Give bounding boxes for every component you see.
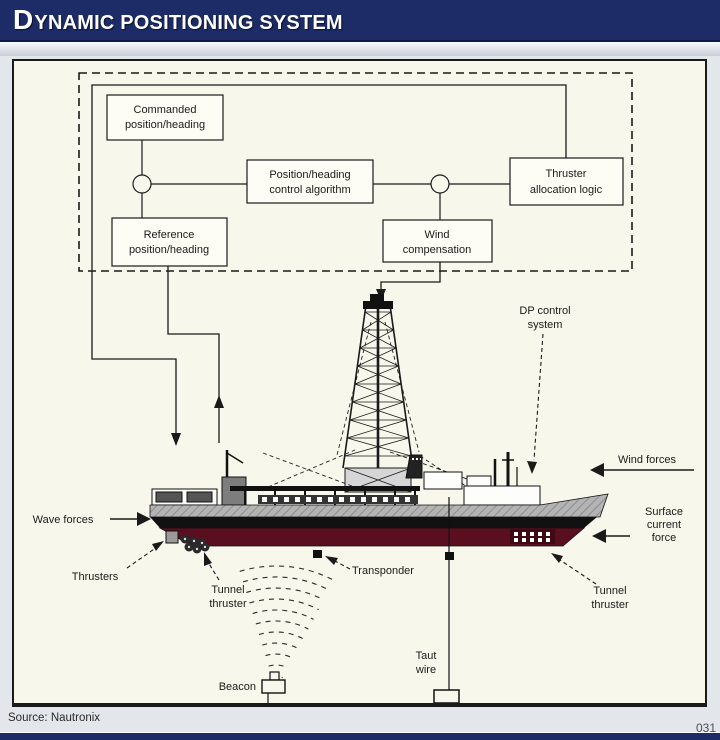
bow-window-left (155, 491, 183, 503)
surface-current-arrowhead (592, 529, 606, 543)
box-algorithm-line2: control algorithm (269, 184, 350, 196)
callouts: DP control system Wind forces Surface cu… (33, 305, 694, 693)
box-commanded-position: Commanded position/heading (106, 94, 224, 141)
wind-output-line (380, 262, 441, 296)
label-wind-forces: Wind forces (618, 454, 677, 466)
position-feedback-arrowhead (214, 395, 224, 408)
funnel (405, 454, 423, 479)
box-commanded-line1: Commanded (134, 104, 197, 116)
bottom-navy-bar (0, 732, 720, 740)
box-reference-line2: position/heading (129, 244, 209, 256)
label-beacon: Beacon (219, 681, 256, 693)
transponder-arrowhead (325, 556, 338, 565)
box-control-algorithm: Position/heading control algorithm (246, 159, 374, 204)
label-dp-control-line1: DP control (519, 305, 570, 317)
summing-junction-left (132, 174, 152, 194)
box-wind-compensation: Wind compensation (382, 219, 493, 263)
label-surface-current-line2: current (647, 519, 681, 531)
acoustic-cone (239, 565, 335, 679)
thruster-command-arrowhead (171, 433, 181, 446)
bow-window-right (186, 491, 213, 503)
label-tunnel-thruster-right-line1: Tunnel (593, 585, 626, 597)
thruster-pod (165, 530, 179, 544)
tunnel-thruster-left-arrowhead (204, 552, 212, 566)
label-tunnel-thruster-left-line2: thruster (209, 598, 247, 610)
label-surface-current-line1: Surface (645, 506, 683, 518)
box-reference-line1: Reference (144, 229, 195, 241)
header-bar: D YNAMIC POSITIONING SYSTEM (0, 0, 720, 42)
stern-tunnel-thruster (510, 529, 555, 544)
box-allocation-line1: Thruster (546, 168, 587, 180)
box-commanded-line2: position/heading (125, 119, 205, 131)
pipe-deck-rail (230, 486, 420, 491)
bow-crane-boom (226, 452, 244, 464)
taut-wire (433, 552, 460, 703)
page-title: D YNAMIC POSITIONING SYSTEM (0, 3, 343, 35)
derrick-crown-block (363, 301, 393, 309)
feedback-top-line (91, 84, 567, 441)
underwater-references (239, 550, 460, 703)
box-wind-line1: Wind (424, 229, 449, 241)
bow-thrusters (165, 530, 210, 554)
corner-number: 031 (695, 721, 716, 735)
page-title-rest: YNAMIC POSITIONING SYSTEM (34, 11, 343, 34)
dp-system-dashed-boundary (78, 72, 633, 272)
dp-control-leader (533, 333, 544, 461)
label-surface-current-line3: force (652, 532, 676, 544)
label-dp-control-line2: system (528, 319, 563, 331)
guy-wires (262, 321, 468, 488)
source-credit: Source: Nautronix (8, 712, 101, 724)
box-wind-line2: compensation (403, 244, 472, 256)
wind-forces-arrowhead (590, 463, 604, 477)
diagram-panel: Commanded position/heading Position/head… (12, 59, 707, 707)
taut-wire-fairlead (445, 552, 454, 560)
deckhouse-window-band (258, 495, 418, 504)
mid-deckhouse (423, 471, 463, 490)
label-transponder: Transponder (352, 565, 414, 577)
derrick (342, 294, 414, 493)
wave-forces-arrowhead (137, 512, 151, 526)
box-thruster-allocation: Thruster allocation logic (509, 157, 624, 206)
summing-junction-right (430, 174, 450, 194)
beacon-unit (261, 671, 286, 703)
aft-superstructure (463, 485, 541, 506)
dp-control-arrowhead (527, 461, 537, 474)
box-reference-position: Reference position/heading (111, 217, 228, 267)
vessel (149, 294, 609, 554)
bridge-block (466, 475, 492, 487)
hull-deck-band (149, 493, 609, 518)
control-loop: Commanded position/heading Position/head… (78, 72, 633, 446)
label-wave-forces: Wave forces (33, 514, 94, 526)
box-algorithm-line1: Position/heading (269, 169, 350, 181)
tunnel-thruster-right-leader (559, 559, 597, 585)
label-tunnel-thruster-left-line1: Tunnel (211, 584, 244, 596)
box-allocation-line2: allocation logic (530, 184, 603, 196)
taut-wire-weight (433, 689, 460, 703)
header-shine-strip (0, 42, 720, 56)
tunnel-thruster-left-leader (207, 561, 220, 581)
label-tunnel-thruster-right-line2: thruster (591, 599, 629, 611)
transponder-unit (313, 550, 322, 558)
label-thrusters: Thrusters (72, 571, 119, 583)
thrusters-leader (126, 546, 158, 569)
derrick-crown-top (370, 294, 384, 301)
thrusters-arrowhead (152, 541, 164, 551)
label-taut-wire-line1: Taut (416, 650, 437, 662)
position-feedback-line (167, 266, 220, 443)
diagram-svg: Commanded position/heading Position/head… (33, 72, 694, 703)
transponder-leader (334, 560, 351, 570)
hull-waterline-band (150, 517, 597, 528)
page-title-initial: D (13, 3, 34, 35)
tunnel-thruster-right-arrowhead (551, 553, 563, 563)
label-taut-wire-line2: wire (415, 664, 436, 676)
